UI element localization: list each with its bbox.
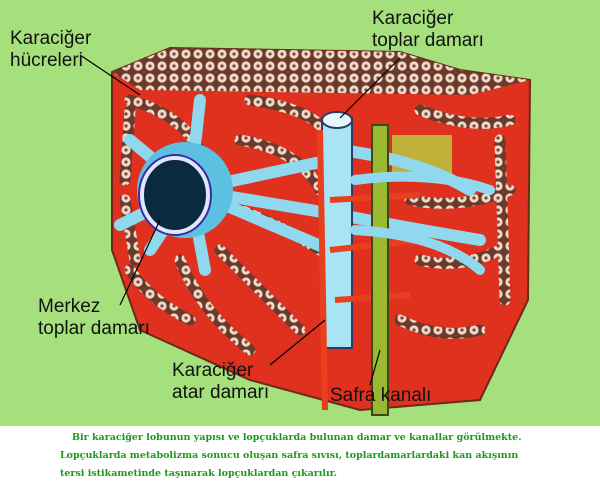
caption-line-1: Bir karaciğer lobunun yapısı ve lopçukla… xyxy=(72,432,522,443)
hepatic-vein xyxy=(321,117,353,349)
bile-duct xyxy=(371,124,389,416)
tissue-top-surface xyxy=(112,48,530,95)
label-bile-duct: Safra kanalı xyxy=(330,385,432,406)
caption-line-2: Lopçuklarda metabolizma sonucu oluşan sa… xyxy=(60,450,519,461)
label-line: toplar damarı xyxy=(38,318,150,339)
label-line: atar damarı xyxy=(172,382,270,403)
label-line: Merkez xyxy=(38,296,101,317)
liver-lobule-illustration xyxy=(79,46,532,416)
branch-veins xyxy=(350,171,495,275)
label-line: toplar damarı xyxy=(372,30,484,51)
central-vein-opening xyxy=(138,154,212,236)
caption: Bir karaciğer lobunun yapısı ve lopçukla… xyxy=(0,426,600,484)
caption-line-3: tersi istikametinde taşınarak lopçuklard… xyxy=(60,468,338,479)
label-line: Karaciğer xyxy=(372,8,454,29)
label-line: hücreleri xyxy=(10,50,83,71)
label-line: Karaciğer xyxy=(10,28,92,49)
label-line: Karaciğer xyxy=(172,360,254,381)
label-pointers xyxy=(79,54,401,386)
